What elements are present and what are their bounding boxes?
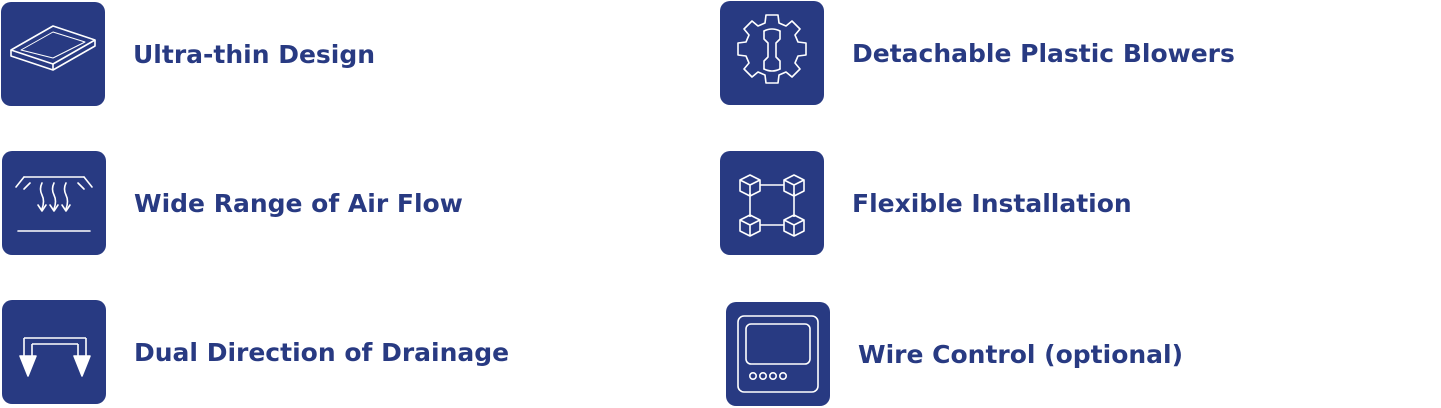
gear-wrench-icon (720, 1, 824, 105)
feature-detachable-plastic-blowers: Detachable Plastic Blowers (720, 1, 1235, 105)
feature-ultra-thin-design: Ultra-thin Design (1, 2, 375, 106)
feature-label: Dual Direction of Drainage (134, 337, 510, 367)
feature-dual-direction-of-drainage: Dual Direction of Drainage (2, 300, 509, 404)
airflow-icon (2, 151, 106, 255)
feature-label: Wire Control (optional) (858, 339, 1184, 369)
feature-label: Flexible Installation (852, 188, 1132, 218)
feature-wire-control: Wire Control (optional) (726, 302, 1183, 406)
thin-panel-icon (1, 2, 105, 106)
wire-controller-icon (726, 302, 830, 406)
feature-wide-range-of-air-flow: Wide Range of Air Flow (2, 151, 463, 255)
connected-cubes-icon (720, 151, 824, 255)
feature-flexible-installation: Flexible Installation (720, 151, 1132, 255)
feature-label: Wide Range of Air Flow (134, 188, 463, 218)
drainage-arrows-icon (2, 300, 106, 404)
feature-label: Ultra-thin Design (133, 39, 376, 69)
feature-label: Detachable Plastic Blowers (852, 38, 1235, 68)
